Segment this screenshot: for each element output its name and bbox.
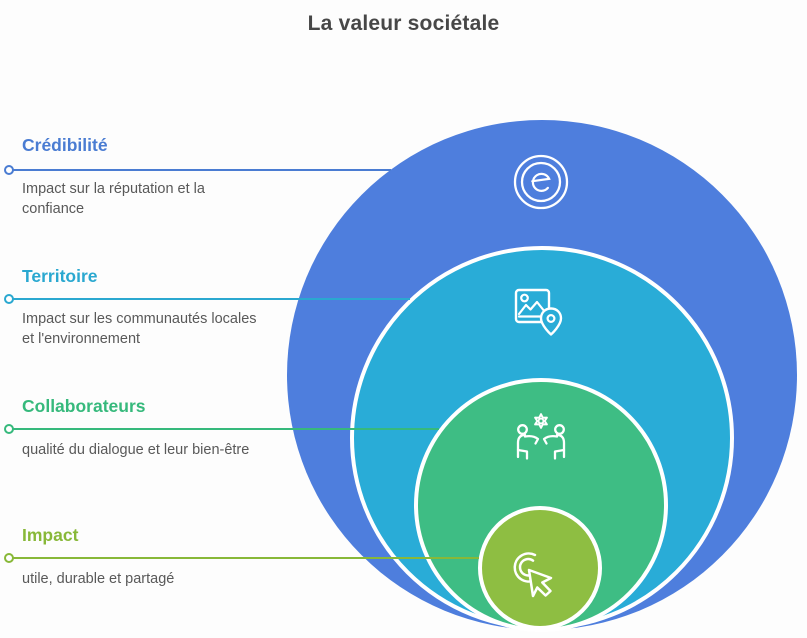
ring-description-credibilite: Impact sur la réputation et la confiance [22, 181, 205, 217]
page-title: La valeur sociétale [307, 12, 500, 35]
connector-dot-collaborateurs [4, 424, 14, 434]
ring-label-collaborateurs: Collaborateurs [22, 396, 146, 416]
cursor-click-icon [508, 548, 578, 614]
connector-collaborateurs [13, 428, 439, 430]
e-reputation-icon [512, 153, 570, 211]
ring-description-impact: utile, durable et partagé [22, 571, 175, 587]
connector-dot-impact [4, 553, 14, 563]
ring-label-territoire: Territoire [22, 266, 98, 286]
ring-label-impact: Impact [22, 525, 79, 545]
connector-dot-credibilite [4, 164, 14, 175]
ring-description-collaborateurs: qualité du dialogue et leur bien-être [22, 442, 250, 458]
connector-credibilite [13, 168, 391, 171]
ring-description-territoire: Impact sur les communautés locales et l'… [22, 311, 257, 347]
person-right [542, 424, 566, 460]
landscape-pin-icon [508, 283, 574, 349]
connector-territoire [13, 298, 410, 300]
circle-impact [478, 506, 602, 630]
connector-dot-territoire [4, 294, 14, 304]
ring-label-credibilite: Crédibilité [22, 135, 108, 155]
person-left [516, 424, 540, 460]
people-gear-icon [506, 408, 576, 470]
connector-impact [13, 557, 479, 559]
